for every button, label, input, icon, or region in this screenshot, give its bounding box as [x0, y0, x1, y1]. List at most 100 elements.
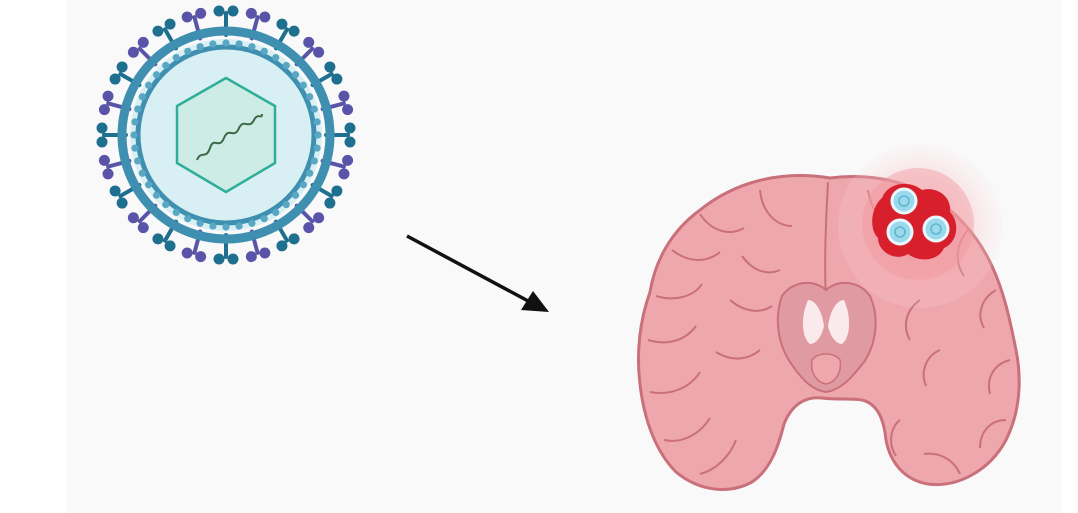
membrane-bead: [260, 215, 268, 223]
rna-strand-icon: [196, 113, 263, 161]
spike-head: [195, 251, 207, 263]
gyrus-line: [663, 417, 711, 442]
membrane-bead: [310, 105, 318, 113]
spike-head: [109, 73, 121, 85]
virus-membrane-inner: [135, 44, 317, 226]
membrane-bead: [306, 169, 314, 177]
spike-head: [127, 46, 139, 58]
gyrus-line: [741, 255, 781, 274]
spike-head: [116, 61, 128, 73]
membrane-bead: [222, 39, 230, 47]
spike-head: [213, 253, 225, 265]
membrane-bead: [299, 81, 307, 89]
membrane-bead: [235, 222, 243, 230]
arrow-head: [521, 291, 549, 312]
spike-head: [181, 247, 193, 259]
spike-head: [102, 90, 114, 102]
membrane-bead: [172, 208, 180, 216]
gyrus-line: [671, 249, 721, 261]
membrane-bead: [291, 71, 300, 79]
membrane-bead: [282, 200, 290, 209]
membrane-bead: [145, 181, 153, 189]
spike-head: [98, 104, 110, 116]
spike-head: [181, 11, 193, 23]
spike-head: [245, 7, 257, 19]
spike-head: [245, 251, 257, 263]
membrane-bead: [131, 144, 139, 152]
spike-head: [324, 197, 336, 209]
gyrus-line: [699, 439, 737, 475]
membrane-bead: [306, 93, 314, 101]
membrane-bead: [272, 208, 280, 216]
spike-head: [164, 240, 176, 252]
gyrus-line: [655, 283, 703, 300]
spike-head: [96, 122, 108, 134]
spike-head: [227, 5, 239, 17]
membrane-bead: [130, 131, 138, 139]
gyrus-line: [647, 325, 697, 344]
tumor-infected-cells-icon: [838, 144, 1002, 308]
right-ventricle: [828, 300, 850, 344]
spike-head: [276, 240, 288, 252]
infected-cell-nucleus: [930, 223, 942, 235]
spike-head: [164, 18, 176, 30]
spike-head: [259, 247, 271, 259]
arrow-shaft: [406, 234, 531, 304]
spike-head: [338, 90, 350, 102]
infected-cells: [886, 187, 950, 246]
membrane-bead: [209, 40, 217, 48]
membrane-bead: [291, 191, 300, 199]
virus-icon: [96, 5, 356, 265]
spike-head: [331, 73, 343, 85]
membrane-bead: [152, 71, 161, 79]
spike-head: [98, 154, 110, 166]
left-margin: [0, 0, 66, 513]
spike-head: [116, 197, 128, 209]
gyrus-line: [890, 419, 901, 457]
spike-head: [96, 136, 108, 148]
membrane-bead: [134, 105, 142, 113]
spike-head: [313, 46, 325, 58]
membrane-bead: [310, 157, 318, 165]
gyrus-line: [649, 371, 701, 394]
spike-head: [137, 36, 149, 48]
spike-head: [338, 168, 350, 180]
membrane-bead: [172, 54, 180, 62]
spike-head: [152, 233, 164, 245]
membrane-bead: [138, 93, 146, 101]
membrane-bead: [162, 61, 170, 70]
virus-membrane-proteins: [130, 39, 322, 231]
arrow-icon: [406, 234, 549, 312]
spike-head: [109, 185, 121, 197]
infected-cell-nucleus: [894, 226, 906, 238]
gyrus-line: [699, 213, 745, 233]
membrane-bead: [196, 219, 204, 227]
membrane-bead: [209, 222, 217, 230]
spike-head: [342, 154, 354, 166]
spike-head: [259, 11, 271, 23]
membrane-bead: [272, 54, 280, 62]
membrane-bead: [152, 191, 161, 199]
gyrus-line: [979, 419, 1007, 449]
membrane-bead: [260, 47, 268, 55]
spike-head: [324, 61, 336, 73]
gyrus-line: [922, 349, 941, 387]
membrane-bead: [184, 47, 192, 55]
membrane-bead: [196, 43, 204, 51]
virus-membrane-outer: [117, 26, 335, 244]
spike-head: [137, 222, 149, 234]
gyrus-line: [715, 349, 761, 360]
left-ventricle: [802, 300, 824, 344]
gyrus-line: [729, 299, 773, 312]
spike-head: [127, 212, 139, 224]
basal-ganglia-region: [776, 281, 877, 394]
gyrus-line: [979, 289, 997, 329]
gyrus-line: [759, 189, 793, 227]
membrane-bead: [299, 181, 307, 189]
spike-head: [195, 7, 207, 19]
membrane-bead: [222, 223, 230, 231]
membrane-bead: [282, 61, 290, 70]
spike-head: [342, 104, 354, 116]
infected-cell: [922, 215, 950, 243]
